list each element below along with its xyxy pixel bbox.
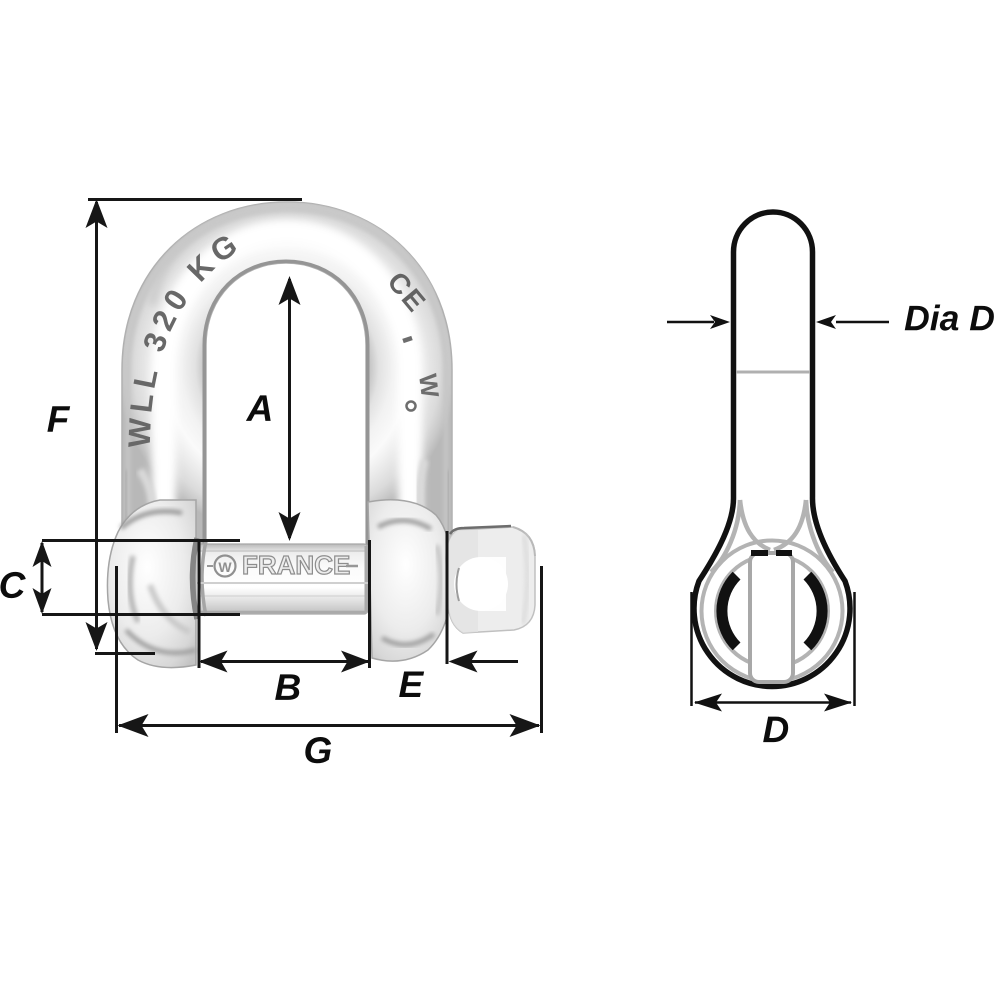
svg-text:B: B: [275, 667, 302, 708]
svg-text:FRANCE: FRANCE: [242, 550, 350, 580]
svg-text:F: F: [47, 399, 71, 440]
svg-text:Dia D: Dia D: [904, 298, 995, 338]
svg-text:G: G: [303, 730, 332, 771]
svg-text:W: W: [413, 372, 444, 399]
svg-text:C: C: [0, 565, 27, 606]
svg-text:W: W: [218, 559, 232, 575]
svg-text:D: D: [763, 709, 790, 750]
svg-text:E: E: [399, 664, 425, 705]
svg-text:A: A: [246, 388, 274, 429]
